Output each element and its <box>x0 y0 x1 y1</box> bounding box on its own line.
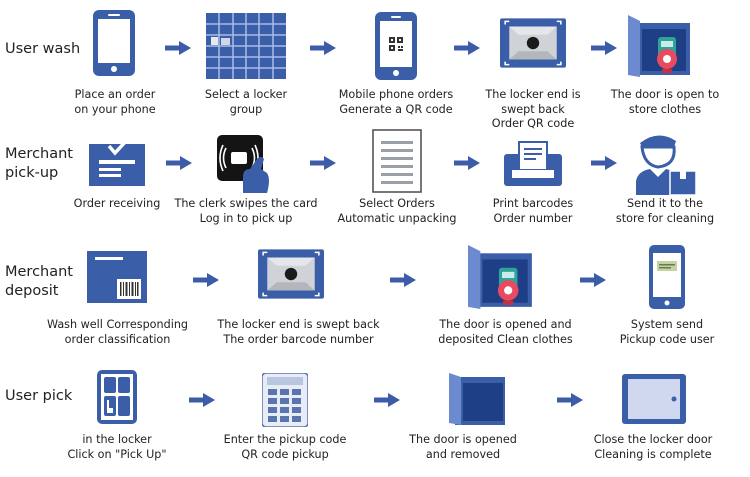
phone-message-icon <box>649 245 685 313</box>
barcode-label-icon <box>87 251 147 307</box>
open-door-icon <box>449 373 505 429</box>
flow-arrow <box>454 41 480 55</box>
row-label-user-pick: User pick <box>5 388 73 404</box>
flow-arrow <box>189 393 215 407</box>
delivery-man-icon <box>636 131 697 199</box>
phone-qr-icon <box>375 12 417 84</box>
step-caption: Wash well Corresponding order classifica… <box>46 318 189 346</box>
row-label-merchant-deposit: Merchant deposit <box>5 264 73 299</box>
row-label-merchant-pickup: Merchant pick-up <box>5 146 73 181</box>
touch-panel-icon <box>97 370 137 428</box>
phone-icon <box>93 10 135 80</box>
flow-arrow <box>165 41 191 55</box>
step-caption: Select Orders Automatic unpacking <box>337 197 457 225</box>
flow-arrow <box>193 273 219 287</box>
locker-grid-icon <box>206 13 286 83</box>
step-caption: Close the locker door Cleaning is comple… <box>593 433 713 461</box>
keypad-icon <box>261 372 309 431</box>
step-caption: Print barcodes Order number <box>492 197 574 225</box>
step-caption: Send it to the store for cleaning <box>615 197 715 225</box>
open-door-bag-icon <box>468 245 536 313</box>
row-label-user-wash: User wash <box>5 41 81 57</box>
flow-arrow <box>310 156 336 170</box>
step-caption: The door is open to store clothes <box>610 88 720 116</box>
step-caption: Select a locker group <box>204 88 288 116</box>
step-caption: The locker end is swept back Order QR co… <box>485 88 581 130</box>
flow-arrow <box>166 156 192 170</box>
flow-arrow <box>310 41 336 55</box>
step-caption: Place an order on your phone <box>74 88 156 116</box>
flow-arrow <box>591 41 617 55</box>
step-caption: Enter the pickup code QR code pickup <box>223 433 347 461</box>
scanner-icon <box>500 18 566 72</box>
step-caption: Mobile phone orders Generate a QR code <box>338 88 454 116</box>
step-caption: The clerk swipes the card Log in to pick… <box>174 197 318 225</box>
flow-arrow <box>390 273 416 287</box>
flow-arrow <box>557 393 583 407</box>
printer-icon <box>504 140 562 190</box>
open-door-bag-icon <box>628 14 694 82</box>
flow-arrow <box>591 156 617 170</box>
flow-arrow <box>374 393 400 407</box>
flow-arrow <box>580 273 606 287</box>
step-caption: The locker end is swept back The order b… <box>217 318 380 346</box>
step-caption: Order receiving <box>73 197 161 210</box>
step-caption: System send Pickup code user <box>619 318 715 346</box>
step-caption: The door is opened and deposited Clean c… <box>438 318 573 346</box>
document-list-icon <box>372 129 422 197</box>
step-caption: The door is opened and removed <box>409 433 517 461</box>
step-caption: in the locker Click on "Pick Up" <box>67 433 167 461</box>
flow-arrow <box>454 156 480 170</box>
scanner-icon <box>258 249 324 303</box>
clipboard-icon <box>89 138 145 190</box>
card-swipe-icon <box>217 135 271 197</box>
closed-door-icon <box>622 374 686 428</box>
